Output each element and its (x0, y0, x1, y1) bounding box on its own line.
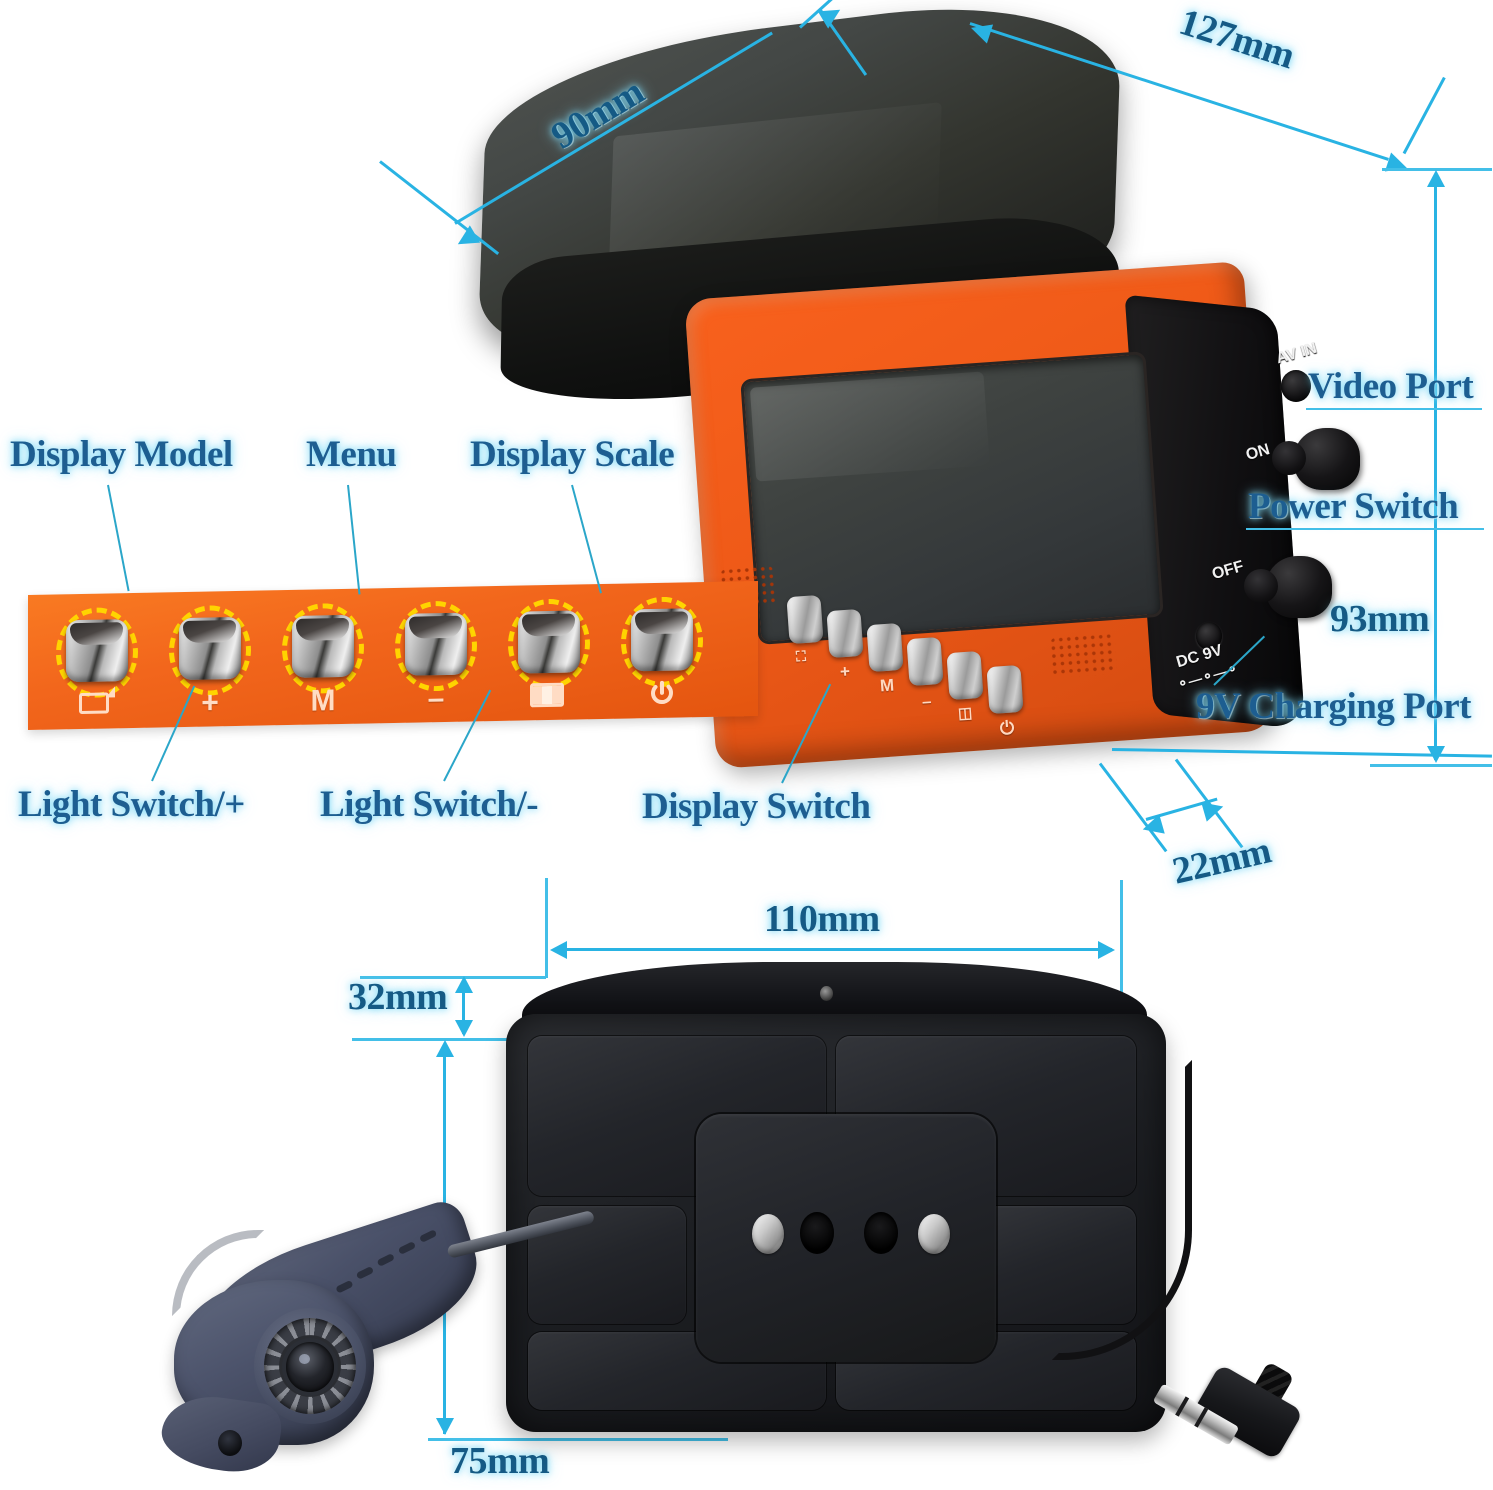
front-button-display-mode[interactable] (786, 594, 824, 645)
callout-display-model: Display Model (10, 434, 233, 475)
dimarrow-127mm-end (1384, 152, 1411, 178)
callout-display-scale: Display Scale (470, 434, 675, 475)
front-button-minus[interactable] (906, 636, 944, 687)
video-port-jack[interactable] (1281, 370, 1311, 402)
power-switch-on-toggle[interactable] (1272, 428, 1360, 490)
menu-m-icon: M (310, 684, 336, 718)
dimlabel-127mm: 127mm (1174, 0, 1300, 78)
extline-127mm-right (1402, 76, 1446, 155)
extline-93mm-top (1382, 168, 1492, 171)
button-cap-shadow (635, 611, 688, 635)
charging-port-jack[interactable] (1196, 622, 1222, 650)
underline-video-port (1306, 408, 1482, 410)
dimarrow-110mm-left (550, 941, 567, 959)
dimarrow-110mm-right (1098, 941, 1115, 959)
front-icon-split-screen: ◫ (957, 704, 973, 723)
minus-icon: – (427, 682, 445, 716)
dimarrow-32mm-bottom (455, 1020, 473, 1037)
button-cap-shadow (296, 617, 349, 641)
plus-icon: + (201, 686, 219, 720)
dimarrow-93mm-top (1427, 170, 1445, 187)
extline-22mm-left (1098, 762, 1168, 853)
underwater-camera-unit (157, 1180, 596, 1480)
dimlabel-32mm: 32mm (348, 976, 448, 1018)
extline-75mm-bottom (428, 1438, 728, 1441)
extline-93mm-bottom (1370, 764, 1492, 767)
callout-light-switch-plus: Light Switch/+ (18, 784, 245, 825)
button-cap-shadow (70, 622, 123, 646)
dimlabel-93mm: 93mm (1330, 598, 1430, 640)
extline-32mm-bottom (352, 1038, 544, 1041)
button-strip-detail: + M – (28, 580, 758, 731)
front-button-split-screen[interactable] (946, 650, 984, 701)
callout-power-switch: Power Switch (1248, 486, 1459, 527)
av-in-marking: AV IN (1274, 339, 1319, 368)
callout-menu: Menu (306, 434, 397, 475)
callout-video-port: Video Port (1308, 366, 1474, 407)
speaker-grill-right (1050, 633, 1118, 679)
button-cap-shadow (183, 620, 236, 644)
button-cap-shadow (522, 613, 575, 637)
strip-button-power[interactable] (631, 608, 693, 672)
camera-mount-hole (218, 1430, 242, 1456)
dimlabel-22mm: 22mm (1168, 829, 1275, 893)
display-mode-icon (79, 692, 109, 715)
underline-power-switch (1246, 528, 1484, 530)
dimline-110mm (556, 948, 1112, 951)
dimarrow-32mm-top (455, 976, 473, 993)
strip-button-display-mode[interactable] (66, 619, 128, 683)
rear-screw-left (752, 1214, 784, 1254)
split-screen-icon (530, 682, 564, 708)
leader-display-model (107, 484, 130, 592)
rear-top-screw (820, 986, 833, 1001)
leader-menu (347, 484, 361, 595)
front-icon-plus: + (839, 661, 851, 682)
extline-110mm-left (545, 878, 548, 978)
leader-display-scale (571, 484, 602, 594)
monitor-rear-view (500, 962, 1172, 1442)
dimarrow-22mm-left (1140, 814, 1165, 840)
dimarrow-75mm-bottom (436, 1418, 454, 1435)
strip-button-minus[interactable] (405, 612, 467, 676)
front-button-menu[interactable] (866, 622, 904, 673)
rear-hole-left (800, 1212, 834, 1254)
strip-button-plus[interactable] (179, 616, 241, 681)
extline-32mm-top (360, 976, 546, 979)
dimlabel-75mm: 75mm (450, 1440, 550, 1482)
strip-button-split-screen[interactable] (518, 610, 580, 674)
callout-light-switch-minus: Light Switch/- (320, 784, 539, 825)
front-icon-display-mode: ⛶ (795, 647, 807, 665)
dimline-93mm (1434, 176, 1437, 760)
camera-lens (286, 1342, 334, 1392)
extline-110mm-right (1120, 880, 1123, 992)
rear-mount-plate (696, 1114, 996, 1362)
front-icon-power: ⏻ (999, 717, 1015, 739)
dimarrow-75mm-top (436, 1040, 454, 1057)
front-button-power[interactable] (986, 664, 1024, 715)
dimline-32mm (462, 982, 465, 1034)
screen-reflection (749, 371, 990, 482)
front-icon-minus: – (921, 691, 933, 712)
rear-screw-right (918, 1214, 950, 1254)
strip-button-menu-m[interactable] (292, 614, 354, 678)
rear-hole-right (864, 1212, 898, 1254)
power-icon (647, 679, 677, 710)
callout-charging-port: 9V Charging Port (1196, 686, 1471, 727)
dimlabel-110mm: 110mm (764, 898, 880, 940)
front-icon-menu: M (879, 675, 895, 696)
power-switch-off-toggle[interactable] (1244, 556, 1332, 618)
front-button-plus[interactable] (826, 608, 864, 659)
callout-display-switch: Display Switch (642, 786, 871, 827)
button-cap-shadow (409, 615, 462, 639)
